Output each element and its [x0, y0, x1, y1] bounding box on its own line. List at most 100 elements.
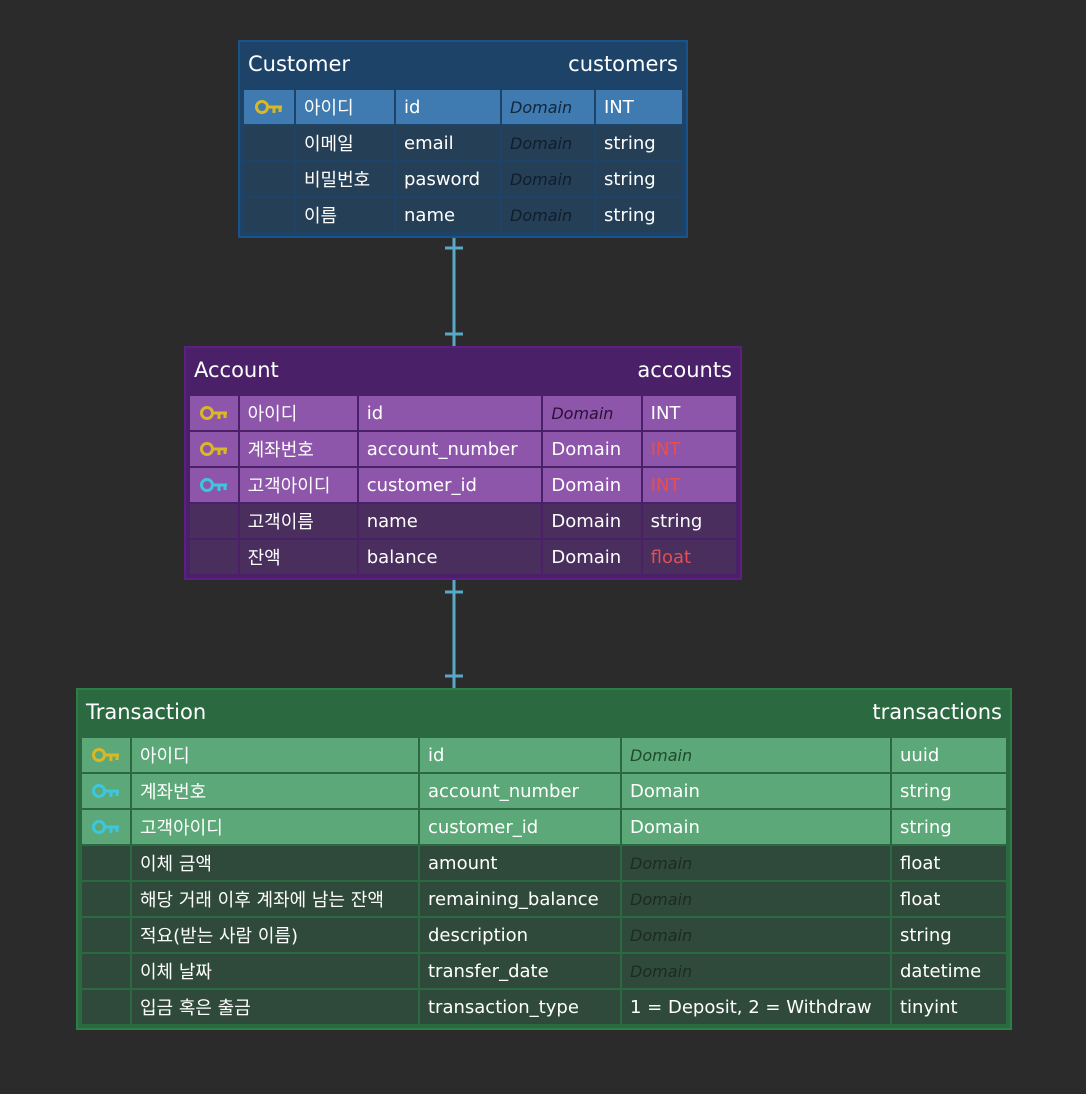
logical-name-cell[interactable]: 비밀번호: [296, 162, 394, 196]
data-type-cell[interactable]: INT: [596, 90, 682, 124]
data-type-cell[interactable]: float: [642, 540, 736, 574]
column-name-cell[interactable]: description: [420, 918, 620, 952]
domain-cell[interactable]: 1 = Deposit, 2 = Withdraw: [622, 990, 890, 1024]
domain-cell[interactable]: Domain: [622, 738, 890, 772]
column-name-cell[interactable]: id: [358, 396, 542, 430]
logical-name-cell[interactable]: 이메일: [296, 126, 394, 160]
column-name-cell[interactable]: account_number: [358, 432, 542, 466]
entity-header[interactable]: Transaction transactions: [78, 690, 1010, 734]
domain-cell[interactable]: Domain: [622, 954, 890, 988]
connector-customer-account[interactable]: [445, 238, 463, 346]
column-name-cell[interactable]: pasword: [396, 162, 500, 196]
key-icon: [199, 406, 227, 420]
domain-cell[interactable]: Domain: [502, 90, 594, 124]
logical-name-cell[interactable]: 이체 날짜: [132, 954, 418, 988]
data-type-cell[interactable]: string: [892, 774, 1006, 808]
domain-cell[interactable]: Domain: [543, 468, 641, 502]
domain-cell[interactable]: Domain: [543, 540, 641, 574]
domain-cell[interactable]: Domain: [543, 396, 641, 430]
data-type-cell[interactable]: INT: [642, 468, 736, 502]
key-icon: [199, 478, 227, 492]
column-name-cell[interactable]: id: [420, 738, 620, 772]
logical-name-cell[interactable]: 해당 거래 이후 계좌에 남는 잔액: [132, 882, 418, 916]
domain-cell[interactable]: Domain: [622, 810, 890, 844]
column-name-cell[interactable]: email: [396, 126, 500, 160]
logical-name-cell[interactable]: 고객아이디: [239, 468, 357, 502]
entity-header[interactable]: Account accounts: [186, 348, 740, 392]
logical-name-cell[interactable]: 적요(받는 사람 이름): [132, 918, 418, 952]
column-name-cell[interactable]: id: [396, 90, 500, 124]
data-type-cell[interactable]: string: [596, 126, 682, 160]
data-type-cell[interactable]: string: [596, 162, 682, 196]
column-name-cell[interactable]: customer_id: [420, 810, 620, 844]
column-name-cell[interactable]: balance: [358, 540, 542, 574]
domain-cell[interactable]: Domain: [622, 882, 890, 916]
domain-cell[interactable]: Domain: [502, 162, 594, 196]
column-name-cell[interactable]: transaction_type: [420, 990, 620, 1024]
column-name-cell[interactable]: account_number: [420, 774, 620, 808]
data-type-cell[interactable]: string: [642, 504, 736, 538]
logical-name-cell[interactable]: 고객아이디: [132, 810, 418, 844]
data-type-cell[interactable]: INT: [642, 396, 736, 430]
data-type-cell[interactable]: tinyint: [892, 990, 1006, 1024]
data-type-cell[interactable]: uuid: [892, 738, 1006, 772]
data-type-cell[interactable]: INT: [642, 432, 736, 466]
data-type-cell[interactable]: float: [892, 882, 1006, 916]
data-type-cell[interactable]: datetime: [892, 954, 1006, 988]
connector-account-transaction[interactable]: [445, 580, 463, 688]
key-cell: [244, 198, 294, 232]
logical-name-cell[interactable]: 고객이름: [239, 504, 357, 538]
logical-name-cell[interactable]: 잔액: [239, 540, 357, 574]
column-name-cell[interactable]: remaining_balance: [420, 882, 620, 916]
data-type-cell[interactable]: float: [892, 846, 1006, 880]
logical-name-cell[interactable]: 이체 금액: [132, 846, 418, 880]
column-name-cell[interactable]: name: [358, 504, 542, 538]
logical-name-cell[interactable]: 입금 혹은 출금: [132, 990, 418, 1024]
domain-cell[interactable]: Domain: [502, 198, 594, 232]
column-name-cell[interactable]: amount: [420, 846, 620, 880]
domain-cell[interactable]: Domain: [543, 504, 641, 538]
domain-cell[interactable]: Domain: [622, 846, 890, 880]
domain-cell[interactable]: Domain: [502, 126, 594, 160]
data-type-cell[interactable]: string: [596, 198, 682, 232]
domain-cell[interactable]: Domain: [622, 918, 890, 952]
logical-name-cell[interactable]: 아이디: [296, 90, 394, 124]
logical-name-cell[interactable]: 계좌번호: [132, 774, 418, 808]
logical-name-cell[interactable]: 계좌번호: [239, 432, 357, 466]
logical-name-cell[interactable]: 아이디: [132, 738, 418, 772]
table-name: accounts: [637, 358, 732, 382]
entity-header[interactable]: Customer customers: [240, 42, 686, 86]
logical-name-cell[interactable]: 이름: [296, 198, 394, 232]
domain-cell[interactable]: Domain: [622, 774, 890, 808]
column-name-cell[interactable]: transfer_date: [420, 954, 620, 988]
data-type-cell[interactable]: string: [892, 918, 1006, 952]
data-type-cell[interactable]: string: [892, 810, 1006, 844]
column-name-cell[interactable]: customer_id: [358, 468, 542, 502]
column-name-cell[interactable]: name: [396, 198, 500, 232]
primary-key-cell: [190, 432, 238, 466]
key-cell: [190, 504, 238, 538]
domain-cell[interactable]: Domain: [543, 432, 641, 466]
logical-name-cell[interactable]: 아이디: [239, 396, 357, 430]
